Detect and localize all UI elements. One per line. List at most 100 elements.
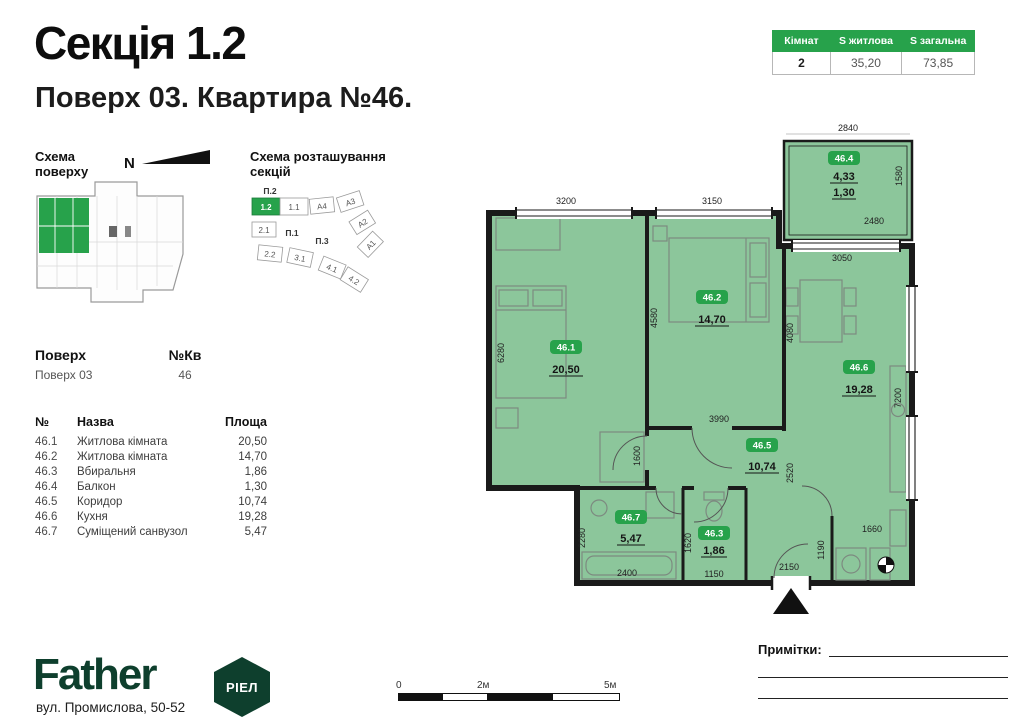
dimension-label: 4080 (785, 323, 795, 343)
dimension-label: 1660 (862, 524, 882, 534)
rooms-col-name: Назва (77, 415, 114, 429)
bed-icon (668, 237, 770, 323)
room-area-label: 1,86 (703, 545, 724, 557)
room-area-label: 10,74 (748, 461, 776, 473)
toilet-icon (705, 500, 723, 522)
north-label: N (124, 155, 135, 172)
dimension-label: 2150 (779, 562, 799, 572)
room-id-badge (843, 360, 875, 374)
dining-table-icon (799, 279, 843, 343)
room-area-label: 5,47 (620, 533, 641, 545)
floor-scheme-map (36, 181, 184, 303)
table-row: 46.4 Балкон 1,30 (35, 479, 267, 494)
vent-symbol-icon (877, 556, 895, 574)
table-row: 46.5 Коридор 10,74 (35, 494, 267, 509)
section-1-1-label: 1.1 (288, 203, 300, 212)
interior-walls (577, 213, 834, 583)
riel-badge: РІЕЛ (214, 657, 270, 717)
section-a2: A2 (348, 209, 377, 236)
room-name: Суміщений санвузол (77, 525, 188, 538)
summary-total-value: 73,85 (900, 51, 976, 75)
summary-rooms-value: 2 (772, 51, 831, 75)
dimension-label: 6280 (496, 343, 506, 363)
rooms-col-num: № (35, 415, 49, 429)
section-a3-label: A3 (344, 196, 357, 208)
apartment-value: 46 (178, 368, 192, 382)
room-name: Житлова кімната (77, 450, 168, 463)
section-p2-label: П.2 (263, 186, 276, 196)
apartment-outline (486, 210, 915, 586)
notes-line (758, 657, 1008, 678)
summary-living-value: 35,20 (830, 51, 902, 75)
washing-machine-icon (835, 547, 867, 581)
sink-icon (890, 402, 906, 418)
bathtub-icon (581, 551, 677, 580)
developer-address: вул. Промислова, 50-52 (36, 700, 186, 715)
dimensions: 2840 3200 3150 1580 2480 3050 6280 4580 … (496, 123, 910, 579)
room-id-label: 46.7 (622, 513, 641, 524)
highlighted-section-rooms (39, 198, 89, 253)
room-id-badge (615, 510, 647, 524)
toilet-tank-icon (703, 491, 725, 501)
windows (515, 207, 918, 501)
room-name: Коридор (77, 495, 123, 508)
dimension-label: 1600 (632, 446, 642, 466)
floor-scheme-title: Схема поверху (35, 149, 89, 179)
table-row: 46.1 Житлова кімната 20,50 (35, 434, 267, 449)
room-num: 46.3 (35, 465, 58, 478)
dimension-label: 2840 (838, 123, 858, 133)
room-area-label: 20,50 (552, 364, 580, 376)
section-a3: A3 (335, 190, 365, 213)
door-swings (612, 427, 833, 523)
section-1-2-label: 1.2 (260, 203, 272, 212)
summary-col-rooms: Кімнат (772, 30, 831, 52)
room-area-label: 4,33 (833, 171, 854, 183)
apartment-summary-table: Кімнат S житлова S загальна 2 35,20 73,8… (772, 30, 976, 75)
section-4-1: 4.1 (317, 255, 347, 280)
room-area-label: 19,28 (845, 384, 873, 396)
floor-plan: 2840 3200 3150 1580 2480 3050 6280 4580 … (486, 123, 918, 614)
section-1-2: 1.2 (251, 197, 281, 216)
room-area: 19,28 (238, 510, 267, 523)
dimension-label: 1620 (683, 533, 693, 553)
room-id-badge (828, 151, 860, 165)
room-num: 46.4 (35, 480, 58, 493)
riel-badge-label: РІЕЛ (225, 679, 259, 695)
dimension-label: 4580 (649, 308, 659, 328)
room-id-badge (698, 526, 730, 540)
floor-value: Поверх 03 (35, 368, 93, 382)
scale-mid-label: 2м (477, 680, 490, 691)
section-4-1-label: 4.1 (325, 262, 339, 275)
dimension-label: 3990 (709, 414, 729, 424)
room-id-label: 46.3 (705, 529, 724, 540)
section-a4: A4 (308, 196, 336, 215)
scale-segment (553, 694, 619, 700)
room-name: Кухня (77, 510, 108, 523)
floor-label: Поверх (35, 347, 86, 363)
entrance-arrow-icon (773, 588, 809, 614)
developer-logo: Father (33, 650, 157, 699)
highlighted-section (39, 198, 89, 253)
table-row: 46.7 Суміщений санвузол 5,47 (35, 524, 267, 539)
scale-segment (443, 694, 487, 700)
room-area: 10,74 (238, 495, 267, 508)
table-row: 46.2 Житлова кімната 14,70 (35, 449, 267, 464)
room-area2-label: 1,30 (833, 187, 854, 199)
summary-col-living: S житлова (830, 30, 902, 52)
room-id-label: 46.1 (557, 343, 576, 354)
section-p3-label: П.3 (315, 236, 328, 246)
chair-icon (843, 315, 857, 335)
room-area: 20,50 (238, 435, 267, 448)
scale-end-label: 5м (604, 680, 617, 691)
section-1-1: 1.1 (279, 197, 309, 216)
north-arrow: N (124, 150, 210, 172)
room-area: 14,70 (238, 450, 267, 463)
room-num: 46.1 (35, 435, 58, 448)
page-title: Секція 1.2 (34, 17, 247, 69)
dimension-label: 1150 (704, 569, 723, 579)
elevator-core (109, 226, 117, 237)
room-num: 46.6 (35, 510, 58, 523)
nightstand-icon (495, 407, 519, 429)
dimension-label: 3200 (556, 196, 576, 206)
chair-icon (843, 287, 857, 307)
